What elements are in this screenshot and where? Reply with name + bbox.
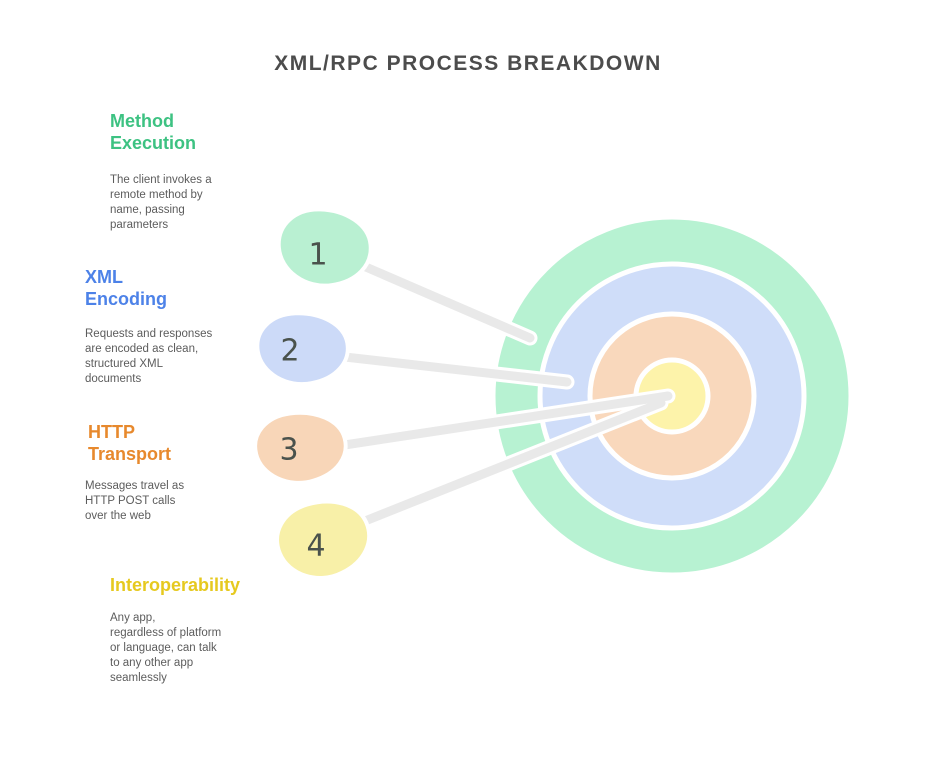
- section-3-description: Messages travel as HTTP POST calls over …: [85, 480, 185, 522]
- connector-line-4: [345, 398, 666, 532]
- section-4-description: Any app, regardless of platform or langu…: [110, 612, 222, 684]
- balloon-1: [276, 207, 373, 288]
- connector-line-3: [333, 391, 673, 451]
- section-1-description: The client invokes a remote method by na…: [110, 174, 212, 231]
- balloon-number-1: 1: [308, 237, 328, 273]
- balloon-3: [253, 411, 348, 485]
- section-2-description: Requests and responses are encoded as cl…: [85, 328, 213, 385]
- section-3-heading: HTTP Transport: [88, 422, 172, 465]
- section-2-heading: XML Encoding: [85, 267, 167, 310]
- step-balloons: [253, 207, 373, 581]
- balloon-number-3: 3: [279, 432, 299, 468]
- section-4-heading: Interoperability: [110, 575, 241, 595]
- balloon-number-2: 2: [280, 333, 300, 369]
- connector-line-2: [331, 351, 572, 387]
- section-1-heading: Method Execution: [110, 111, 197, 154]
- balloon-2: [255, 311, 350, 386]
- connector-lines: [328, 253, 676, 535]
- balloon-number-4: 4: [306, 528, 326, 564]
- connector-line-1: [347, 256, 535, 343]
- diagram-title: XML/RPC Process Breakdown: [274, 52, 662, 75]
- balloon-4: [275, 499, 372, 581]
